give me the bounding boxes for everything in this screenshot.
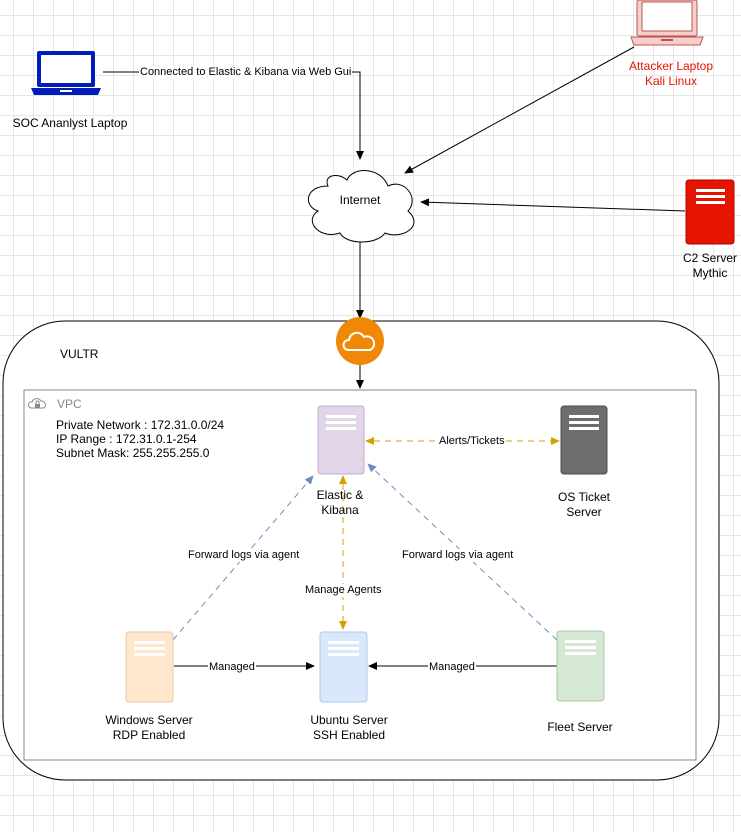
osticket-server-icon (560, 405, 608, 475)
windows-label-line1: Windows Server (105, 713, 193, 727)
edge-label-alerts-tickets: Alerts/Tickets (438, 435, 506, 448)
attacker-laptop-label: Attacker Laptop Kali Linux (616, 59, 726, 89)
edge-soc-to-internet (103, 71, 364, 160)
elastic-server-icon (317, 405, 365, 475)
edge-windows-forward-logs (172, 475, 314, 641)
vpc-subnet-mask: Subnet Mask: 255.255.255.0 (56, 446, 210, 460)
c2-label-line2: Mythic (692, 266, 728, 280)
vpc-label: VPC (57, 397, 82, 411)
c2-label-line1: C2 Server (682, 251, 738, 265)
edge-attacker-to-internet (404, 46, 635, 174)
soc-laptop-icon (31, 51, 101, 95)
attacker-label-line1: Attacker Laptop (628, 59, 714, 73)
windows-server-label: Windows Server RDP Enabled (94, 713, 204, 743)
windows-server-icon (125, 631, 174, 703)
edge-c2-to-internet (420, 198, 686, 212)
ubuntu-label-line1: Ubuntu Server (310, 713, 388, 727)
edge-label-fleet-managed: Managed (428, 661, 476, 674)
windows-label-line2: RDP Enabled (112, 728, 186, 742)
vpc-ip-range: IP Range : 172.31.0.1-254 (56, 432, 197, 446)
elastic-label-line1: Elastic & (316, 488, 364, 502)
edge-label-windows-managed: Managed (208, 661, 256, 674)
cloud-gateway-icon (336, 317, 384, 365)
attacker-label-line2: Kali Linux (644, 74, 698, 88)
c2-server-icon (685, 179, 735, 245)
edge-label-manage-agents: Manage Agents (304, 584, 383, 597)
vpc-cloud-lock-icon (25, 391, 51, 413)
attacker-laptop-icon (630, 0, 704, 46)
ubuntu-label-line2: SSH Enabled (312, 728, 386, 742)
elastic-label-line2: Kibana (321, 503, 359, 517)
osticket-server-label: OS Ticket Server (544, 490, 624, 520)
vultr-label: VULTR (60, 347, 99, 361)
internet-label: Internet (339, 193, 381, 207)
ubuntu-server-label: Ubuntu Server SSH Enabled (294, 713, 404, 743)
elastic-server-label: Elastic & Kibana (300, 488, 380, 518)
osticket-label-line1: OS Ticket (557, 490, 610, 504)
fleet-server-label: Fleet Server (547, 720, 613, 734)
soc-laptop-label: SOC Ananlyst Laptop (12, 116, 128, 130)
vpc-network-info: Private Network : 172.31.0.0/24 IP Range… (56, 418, 224, 460)
internet-cloud-icon (308, 170, 415, 243)
edge-label-fleet-forward: Forward logs via agent (401, 549, 515, 562)
vpc-private-network: Private Network : 172.31.0.0/24 (56, 418, 225, 432)
osticket-label-line2: Server (566, 505, 602, 519)
fleet-server-icon (556, 630, 605, 702)
c2-server-label: C2 Server Mythic (670, 251, 741, 281)
ubuntu-server-icon (319, 631, 368, 703)
edge-label-windows-forward: Forward logs via agent (187, 549, 301, 562)
edge-label-soc-connection: Connected to Elastic & Kibana via Web Gu… (139, 66, 353, 79)
